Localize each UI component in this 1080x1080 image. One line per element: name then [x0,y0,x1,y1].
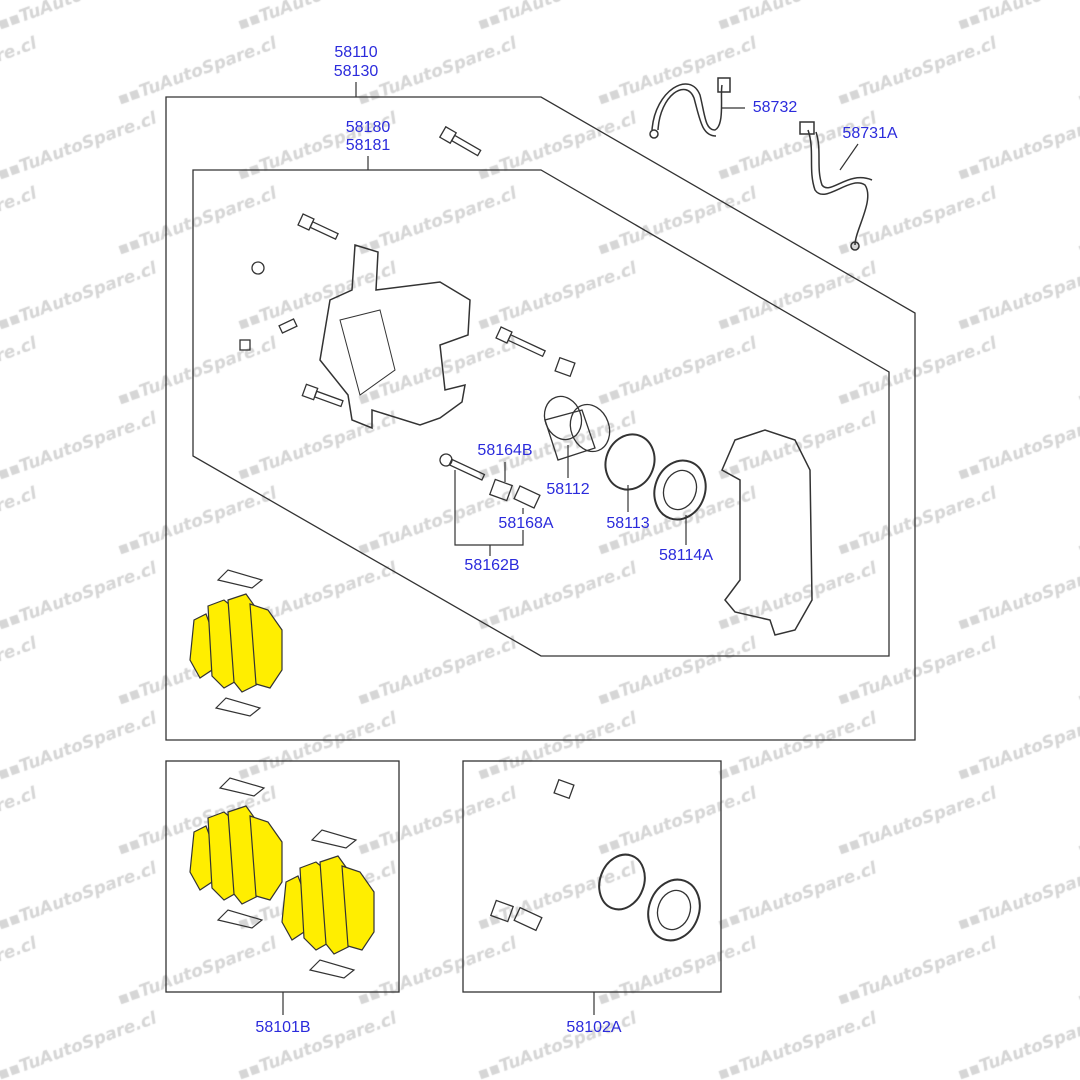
label-58732[interactable]: 58732 [752,99,798,116]
seal-kit-seal [598,853,646,911]
label-58101B[interactable]: 58101B [255,1019,311,1036]
brake-pads [189,593,375,955]
caliper-bracket [721,429,813,636]
label-58102A[interactable]: 58102A [566,1019,622,1036]
piston-boot [653,459,707,521]
label-58180[interactable]: 58180 [345,119,391,136]
caliper-body [319,244,471,430]
seal-kit-boot [647,878,701,942]
brake-pad [341,865,375,951]
label-58162B[interactable]: 58162B [464,557,520,574]
label-58112[interactable]: 58112 [546,481,590,498]
label-58113[interactable]: 58113 [606,515,650,532]
label-58181[interactable]: 58181 [345,137,391,154]
brake-hose-58731A [799,121,873,251]
label-58110[interactable]: 58110 [334,44,378,61]
label-58164B[interactable]: 58164B [477,442,533,459]
piston [543,395,611,461]
piston-seal [604,433,656,491]
seal-kit-frame [462,760,722,993]
pad-clips [214,569,358,979]
springs [488,356,576,932]
label-58114A[interactable]: 58114A [659,547,713,564]
label-58731A[interactable]: 58731A [842,125,898,142]
bolts [239,125,547,481]
caliper-assembly-frame [165,96,916,741]
brake-pad [249,815,283,901]
caliper-body-frame [192,169,890,657]
label-58130[interactable]: 58130 [333,63,379,80]
brake-hose-58732 [649,77,731,139]
leader-lines [282,82,859,1015]
label-58168A[interactable]: 58168A [498,515,554,532]
brake-pad [249,603,283,689]
